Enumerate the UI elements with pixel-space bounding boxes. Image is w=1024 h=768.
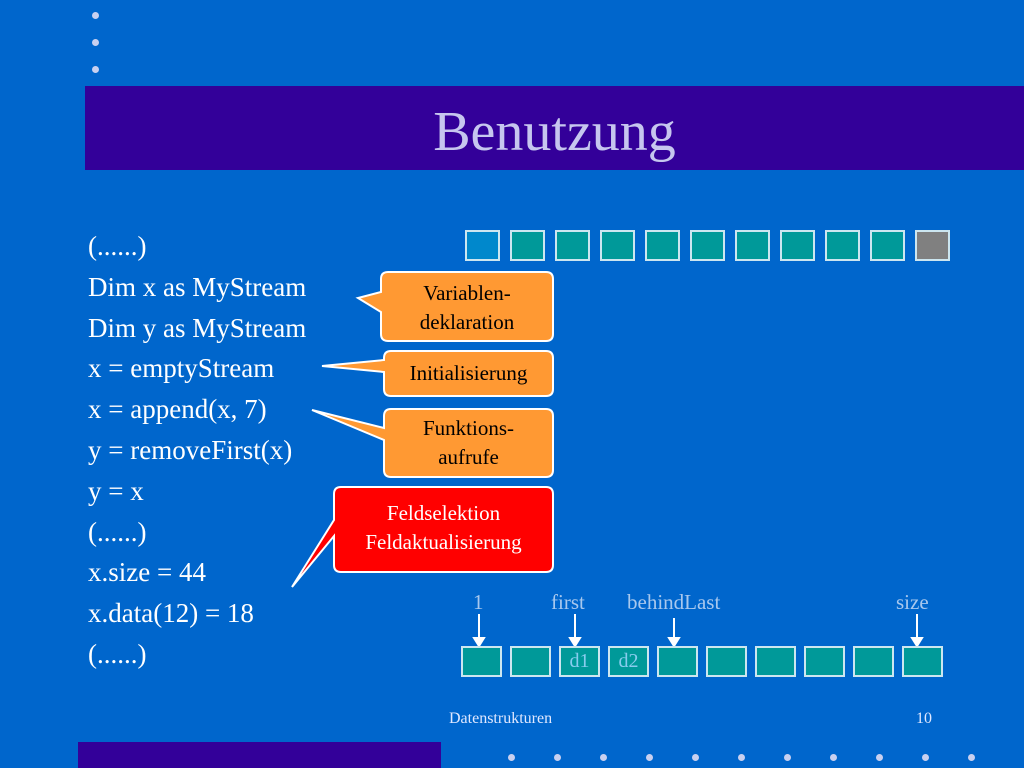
array-cell xyxy=(825,230,860,261)
array-cell xyxy=(510,230,545,261)
stream-cell xyxy=(755,646,796,677)
stream-cell xyxy=(804,646,845,677)
dot-icon xyxy=(830,754,837,761)
dot-icon xyxy=(738,754,745,761)
array-cell xyxy=(465,230,500,261)
array-cell xyxy=(690,230,725,261)
footer-title: Datenstrukturen xyxy=(449,710,553,727)
stream-cell: d1 xyxy=(559,646,600,677)
dot-icon xyxy=(92,12,99,19)
dot-icon xyxy=(968,754,975,761)
array-cell xyxy=(870,230,905,261)
slide-title: Benutzung xyxy=(433,101,676,163)
callout-variablen: Variablen- deklaration xyxy=(419,281,515,334)
dot-icon xyxy=(92,39,99,46)
stream-cell: d2 xyxy=(608,646,649,677)
stream-cell xyxy=(853,646,894,677)
code-line: y = x xyxy=(88,475,144,506)
dot-icon xyxy=(692,754,699,761)
label-behindlast: behindLast xyxy=(627,590,721,614)
label-one: 1 xyxy=(473,590,484,614)
dot-icon xyxy=(784,754,791,761)
callout-variablen-shape xyxy=(355,271,554,342)
code-line: Dim x as MyStream xyxy=(88,271,307,302)
callout-initialisierung: Initialisierung xyxy=(409,361,528,385)
callout-feld-shape xyxy=(291,486,554,588)
code-line: (......) xyxy=(88,231,147,261)
code-line: (......) xyxy=(88,638,147,669)
dot-icon xyxy=(922,754,929,761)
code-line: (......) xyxy=(88,516,147,547)
code-line: y = removeFirst(x) xyxy=(88,434,293,465)
dot-icon xyxy=(600,754,607,761)
array-cell xyxy=(780,230,815,261)
footer-bar xyxy=(78,742,441,768)
dot-icon xyxy=(554,754,561,761)
code-line: Dim y as MyStream xyxy=(88,312,307,343)
array-cell xyxy=(555,230,590,261)
stream-cell xyxy=(461,646,502,677)
code-line: x = append(x, 7) xyxy=(88,394,267,425)
callout-funktion-shape xyxy=(311,408,554,478)
label-size: size xyxy=(896,590,929,614)
callout-funktionsaufrufe: Funktions- aufrufe xyxy=(422,416,514,469)
array-cell xyxy=(915,230,950,261)
pointer-arrows xyxy=(472,614,924,648)
dot-icon xyxy=(92,66,99,73)
page-number: 10 xyxy=(916,710,932,727)
dot-icon xyxy=(876,754,883,761)
array-cell xyxy=(600,230,635,261)
label-first: first xyxy=(551,590,585,614)
array-cell xyxy=(645,230,680,261)
code-line: x = emptyStream xyxy=(88,353,275,384)
array-cell xyxy=(735,230,770,261)
stream-cell xyxy=(706,646,747,677)
stream-cell xyxy=(902,646,943,677)
code-block: (......) Dim x as MyStream Dim y as MySt… xyxy=(88,226,306,675)
stream-cell xyxy=(657,646,698,677)
decorative-dots-left xyxy=(92,12,99,93)
dot-icon xyxy=(646,754,653,761)
code-line: x.size = 44 xyxy=(88,557,206,588)
title-bar xyxy=(85,86,1024,170)
callout-feldselektion: Feldselektion Feldaktualisierung xyxy=(365,501,522,554)
callout-init-shape xyxy=(321,350,554,397)
dot-icon xyxy=(508,754,515,761)
stream-cell xyxy=(510,646,551,677)
code-line: x.data(12) = 18 xyxy=(88,598,254,629)
